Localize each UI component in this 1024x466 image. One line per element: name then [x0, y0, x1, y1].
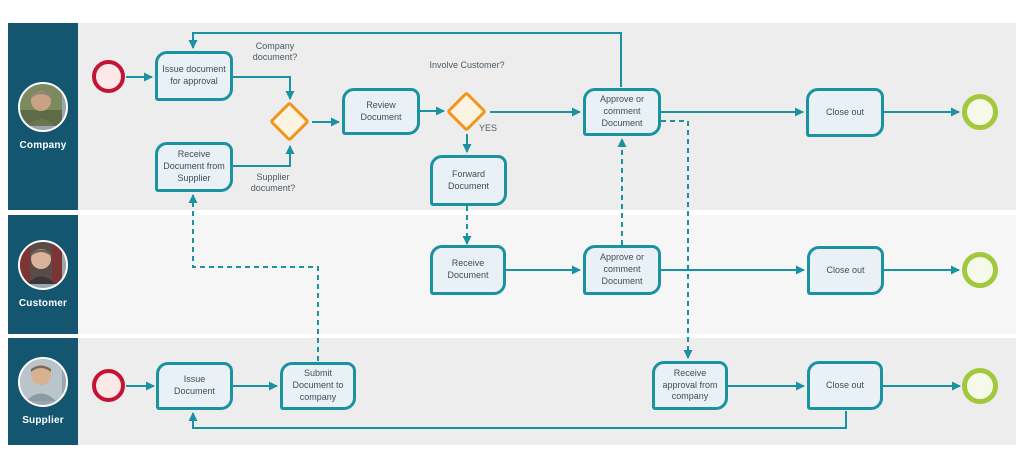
label-yes: YES: [479, 123, 498, 133]
lane-label-customer: Customer: [18, 298, 68, 309]
start-event-company[interactable]: [92, 60, 125, 93]
task-approve-or-comment-company[interactable]: Approve or comment Document: [583, 88, 661, 136]
end-event-customer[interactable]: [962, 252, 998, 288]
lane-header-customer: Customer: [8, 215, 78, 334]
task-receive-approval-from-company[interactable]: Receive approval from company: [652, 361, 728, 410]
lane-label-company: Company: [19, 140, 67, 151]
task-submit-document-to-company[interactable]: Submit Document to company: [280, 362, 356, 410]
task-approve-or-comment-customer[interactable]: Approve or comment Document: [583, 245, 661, 295]
company-avatar: [18, 82, 68, 132]
label-supplier-document: Supplier document?: [250, 172, 296, 194]
start-event-supplier[interactable]: [92, 369, 125, 402]
label-involve-customer: Involve Customer?: [429, 60, 505, 70]
lane-header-company: Company: [8, 23, 78, 210]
task-forward-document[interactable]: Forward Document: [430, 155, 507, 206]
label-company-document: Company document?: [252, 41, 298, 63]
task-close-out-company[interactable]: Close out: [806, 88, 884, 137]
task-review-document[interactable]: Review Document: [342, 88, 420, 135]
task-receive-document-from-supplier[interactable]: Receive Document from Supplier: [155, 142, 233, 192]
task-close-out-supplier[interactable]: Close out: [807, 361, 883, 410]
customer-avatar: [18, 240, 68, 290]
supplier-avatar: [18, 357, 68, 407]
task-issue-document-for-approval[interactable]: Issue document for approval: [155, 51, 233, 101]
task-close-out-customer[interactable]: Close out: [807, 246, 884, 295]
lane-label-supplier: Supplier: [22, 415, 64, 426]
end-event-company[interactable]: [962, 94, 998, 130]
task-issue-document[interactable]: Issue Document: [156, 362, 233, 410]
end-event-supplier[interactable]: [962, 368, 998, 404]
lane-header-supplier: Supplier: [8, 338, 78, 445]
task-receive-document[interactable]: Receive Document: [430, 245, 506, 295]
